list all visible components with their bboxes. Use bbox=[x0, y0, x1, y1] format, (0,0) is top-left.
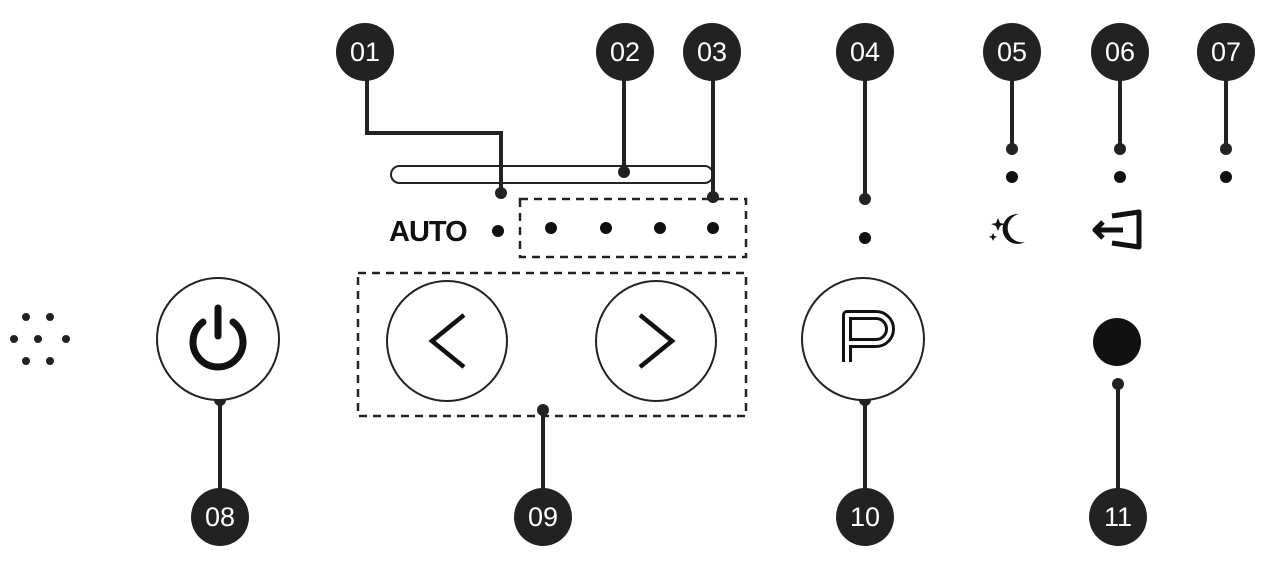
program-indicator-dot bbox=[859, 232, 871, 244]
speed-level-dashed-box bbox=[518, 197, 748, 259]
callout-01: 01 bbox=[336, 23, 394, 81]
leader-dot-05 bbox=[1006, 143, 1018, 155]
callout-02: 02 bbox=[596, 23, 654, 81]
speed-dot-2 bbox=[600, 222, 612, 234]
svg-text:11: 11 bbox=[1104, 502, 1132, 532]
svg-text:01: 01 bbox=[350, 37, 380, 67]
svg-text:05: 05 bbox=[997, 37, 1027, 67]
chevron-left-icon bbox=[428, 313, 466, 369]
decrease-button[interactable] bbox=[386, 280, 508, 402]
indicator-dot-07 bbox=[1220, 171, 1232, 183]
leader-line-01 bbox=[365, 70, 503, 193]
leader-dot-09 bbox=[537, 404, 549, 416]
leader-dot-03 bbox=[707, 191, 719, 203]
speed-dot-3 bbox=[654, 222, 666, 234]
speed-dot-4 bbox=[707, 222, 719, 234]
svg-text:08: 08 bbox=[205, 502, 235, 532]
svg-text:06: 06 bbox=[1105, 37, 1135, 67]
svg-text:10: 10 bbox=[850, 502, 880, 532]
callout-03: 03 bbox=[683, 23, 741, 81]
leader-dot-02 bbox=[618, 166, 630, 178]
door-exit-icon bbox=[1092, 209, 1142, 250]
speed-dot-1 bbox=[545, 222, 557, 234]
indicator-dots bbox=[492, 171, 1232, 244]
callout-10: 10 bbox=[836, 488, 894, 546]
callout-07: 07 bbox=[1197, 23, 1255, 81]
callout-11: 11 bbox=[1089, 488, 1147, 546]
indicator-bar bbox=[390, 165, 714, 184]
program-button[interactable] bbox=[801, 277, 925, 401]
power-button[interactable] bbox=[156, 277, 280, 401]
moon-stars-icon bbox=[988, 213, 1025, 244]
sleep-indicator-dot bbox=[1006, 171, 1018, 183]
sensor-dot-icon bbox=[1093, 318, 1141, 366]
auto-indicator-dot bbox=[492, 225, 504, 237]
leader-lines bbox=[218, 70, 1228, 494]
callout-09: 09 bbox=[514, 488, 572, 546]
leader-dot-06 bbox=[1114, 143, 1126, 155]
svg-text:07: 07 bbox=[1211, 37, 1241, 67]
exit-indicator-dot bbox=[1114, 171, 1126, 183]
power-icon bbox=[189, 304, 247, 371]
callout-06: 06 bbox=[1091, 23, 1149, 81]
leader-end-dots bbox=[214, 143, 1232, 416]
leader-dot-07 bbox=[1220, 143, 1232, 155]
increase-button[interactable] bbox=[595, 280, 717, 402]
leader-dot-04 bbox=[859, 193, 871, 205]
callout-08: 08 bbox=[191, 488, 249, 546]
leader-dot-11 bbox=[1112, 378, 1124, 390]
auto-label: AUTO bbox=[389, 216, 467, 248]
leader-dot-01 bbox=[495, 187, 507, 199]
callout-05: 05 bbox=[983, 23, 1041, 81]
svg-text:09: 09 bbox=[528, 502, 558, 532]
speaker-dots-icon bbox=[10, 313, 70, 365]
callout-04: 04 bbox=[836, 23, 894, 81]
svg-text:04: 04 bbox=[850, 37, 880, 67]
svg-text:02: 02 bbox=[610, 37, 640, 67]
svg-text:03: 03 bbox=[697, 37, 727, 67]
chevron-right-icon bbox=[638, 313, 676, 369]
